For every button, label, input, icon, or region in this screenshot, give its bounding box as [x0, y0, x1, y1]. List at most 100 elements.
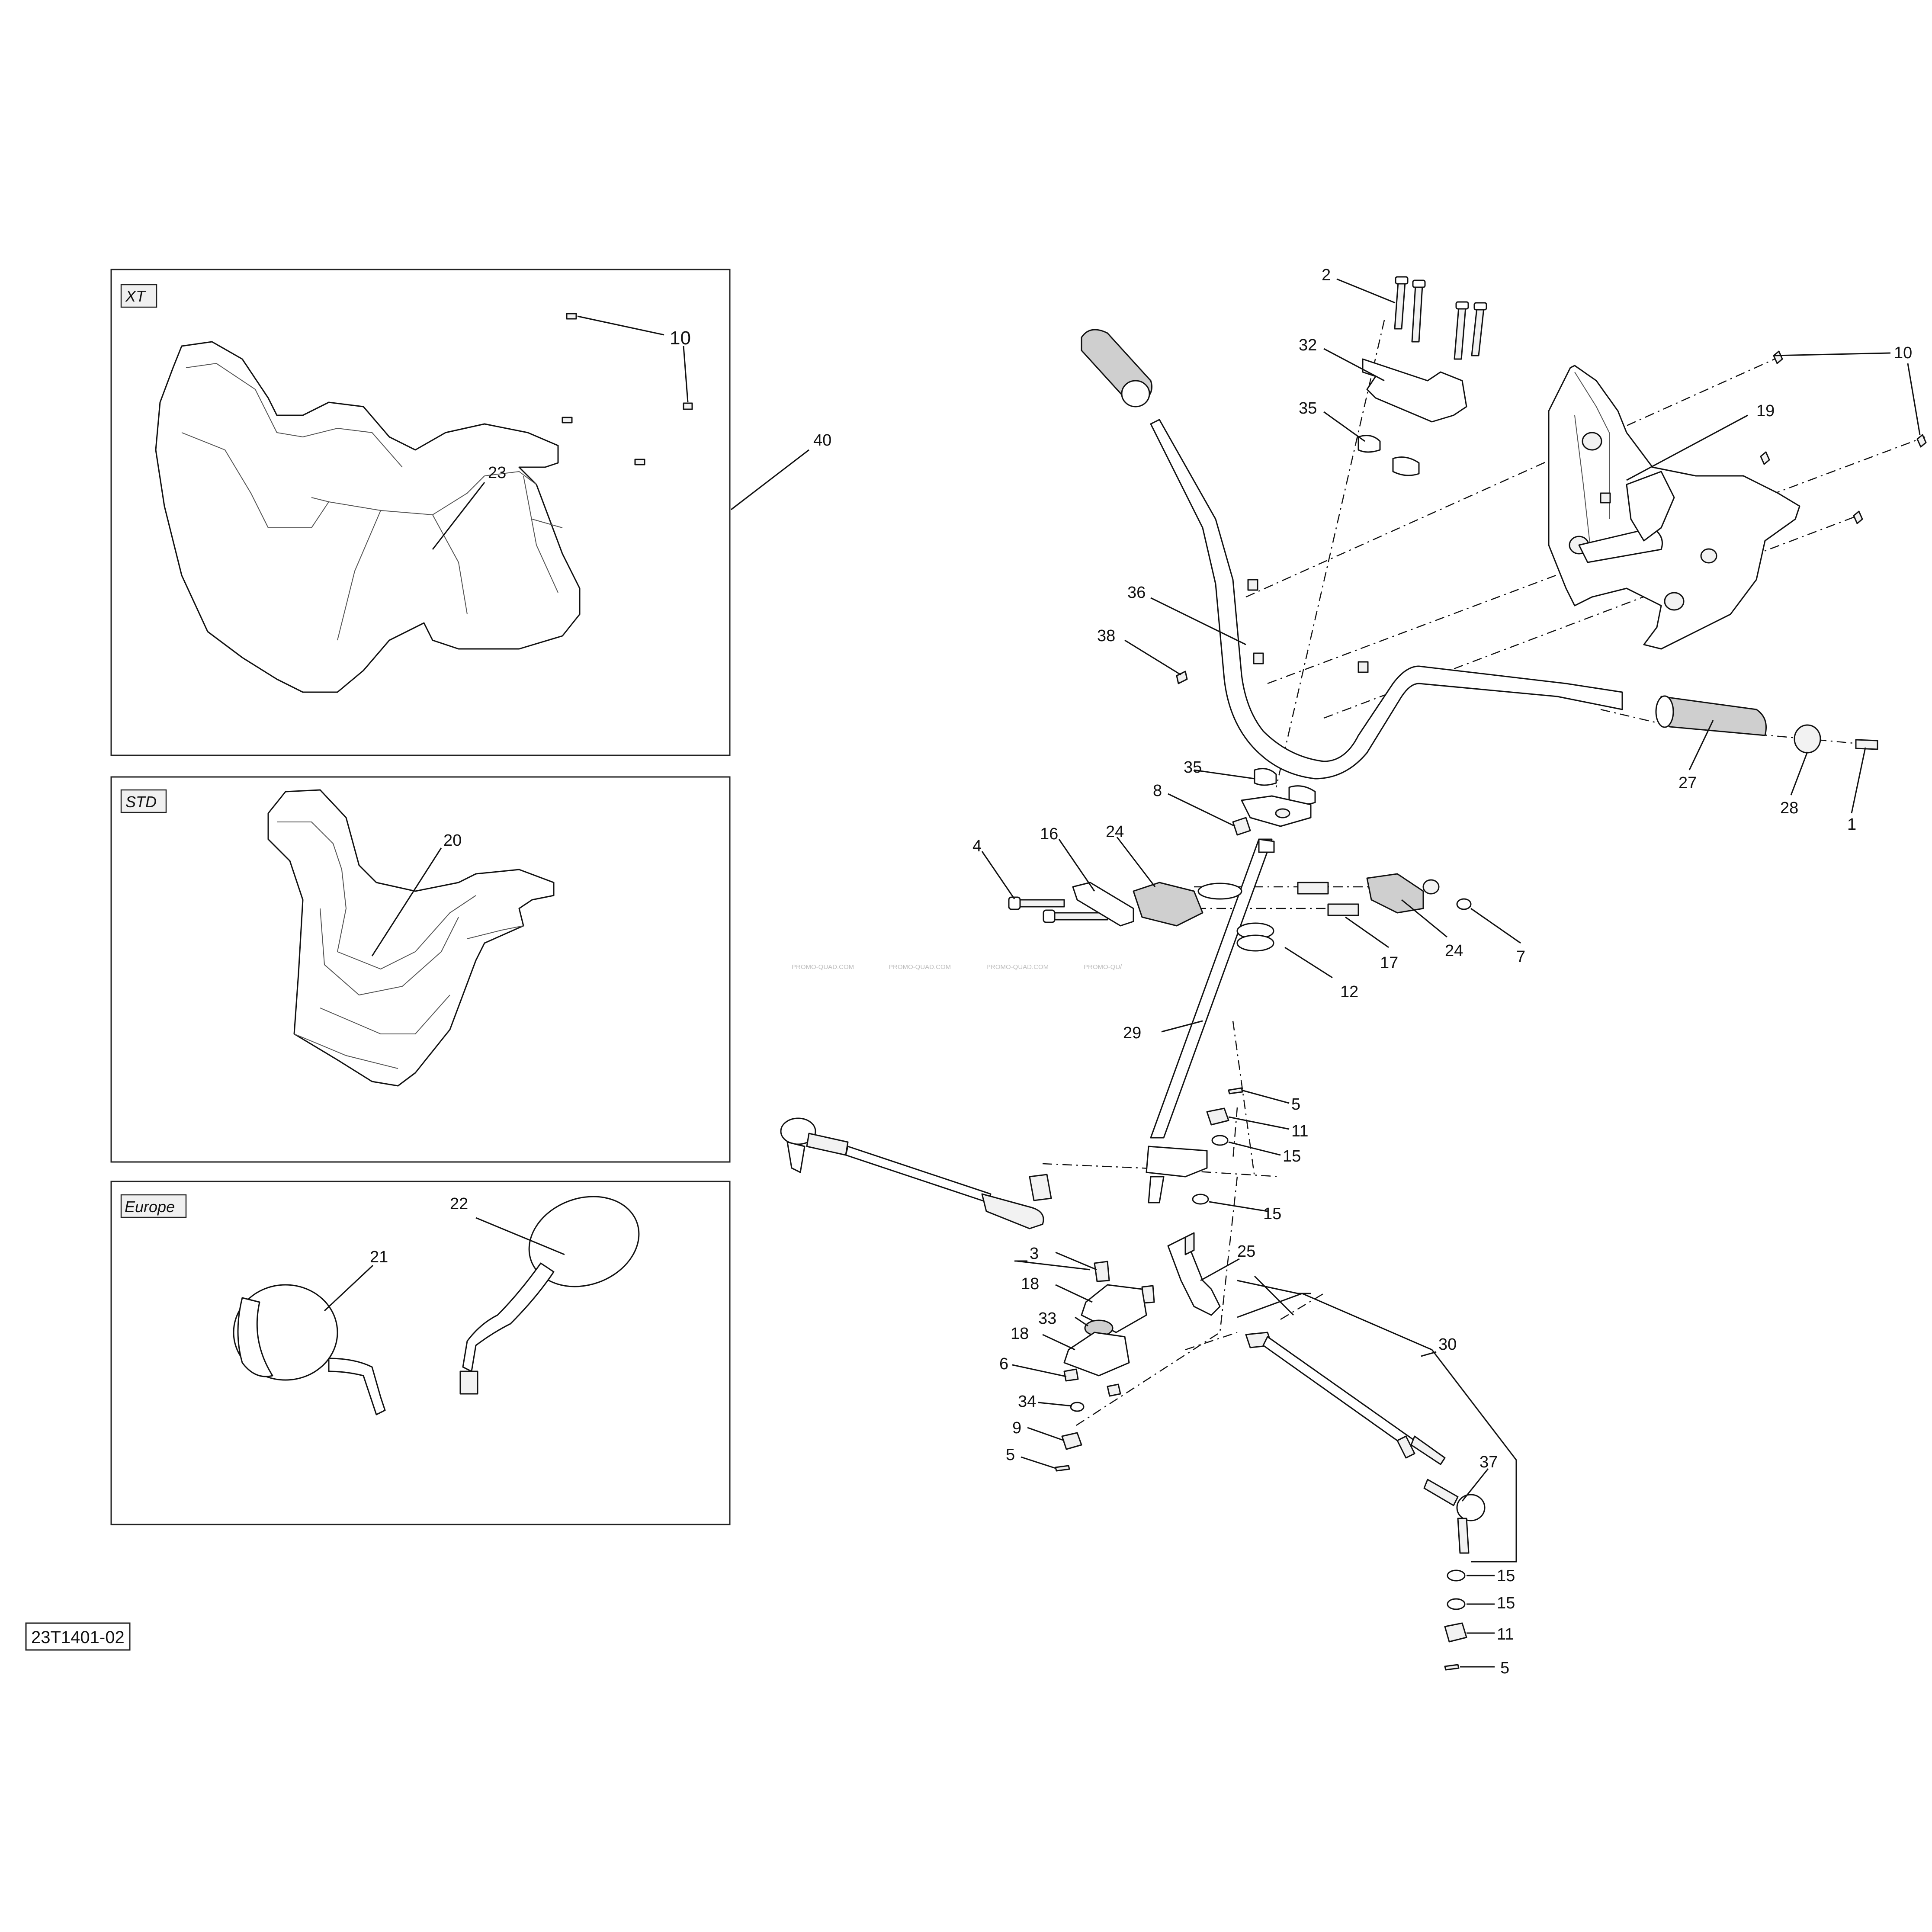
callout-7: 7: [1516, 948, 1525, 966]
callout-28: 28: [1780, 799, 1798, 817]
part-15-washer-c: [1447, 1569, 1466, 1582]
part-37-rod-end: [1423, 1479, 1486, 1554]
part-24-bracket-left: [1133, 882, 1203, 927]
drawing-number-box: 23T1401-02: [25, 1622, 131, 1651]
callout-16: 16: [1040, 825, 1058, 843]
std-handguard-assembly: [267, 789, 555, 1087]
callout-30: 30: [1438, 1335, 1457, 1354]
callout-5-lower: 5: [1500, 1659, 1509, 1677]
part-10-screw-a: [1773, 350, 1783, 364]
part-5-cotter-pin-a: [1228, 1087, 1243, 1094]
callout-33: 33: [1038, 1309, 1056, 1328]
callout-36: 36: [1127, 584, 1146, 602]
part-10-screw-b: [1760, 451, 1770, 465]
xt-callout-23: 23: [488, 464, 506, 482]
callout-18-lower: 18: [1011, 1325, 1029, 1343]
part-tie-rod-left: [780, 1117, 1052, 1229]
part-27-grip-right: [1655, 695, 1767, 736]
callout-17: 17: [1380, 954, 1398, 972]
callout-27: 27: [1678, 774, 1697, 792]
part-25-stud: [1184, 1232, 1195, 1255]
inset-europe: Europe 22 21: [110, 1181, 731, 1525]
part-7-nut: [1422, 879, 1440, 895]
callout-5-mid: 5: [1006, 1446, 1015, 1464]
part-4-bolts: [1008, 896, 1108, 923]
part-34-washer: [1070, 1402, 1085, 1412]
part-9-nut: [1061, 1432, 1082, 1450]
mirror-left: [233, 1284, 386, 1415]
watermark-4: PROMO-QU/: [1084, 963, 1122, 971]
part-30-tie-rod-right: [1245, 1332, 1446, 1465]
watermark: PROMO-QUAD.COM PROMO-QUAD.COM PROMO-QUAD…: [792, 963, 1122, 971]
part-17-spacer-a: [1297, 882, 1329, 895]
callout-15-c: 15: [1497, 1567, 1515, 1585]
callout-24-left: 24: [1106, 823, 1124, 841]
callout-3: 3: [1030, 1245, 1039, 1263]
callout-34: 34: [1018, 1393, 1036, 1411]
leader-lines: [981, 278, 1921, 1668]
part-16-plate: [1072, 882, 1134, 927]
callout-35-lower: 35: [1184, 758, 1202, 777]
callout-5-upper: 5: [1291, 1095, 1300, 1114]
callout-15-b: 15: [1263, 1205, 1281, 1223]
kit-callout-40: 40: [813, 431, 831, 449]
inset-std-tag: STD: [125, 793, 157, 811]
part-32-clamp-plate: [1362, 358, 1467, 423]
part-18-flange-lower: [1063, 1332, 1130, 1377]
part-24-bracket-right: [1366, 873, 1424, 914]
part-2-bolts: [1394, 276, 1487, 360]
callout-1: 1: [1847, 815, 1856, 834]
std-callout-20: 20: [443, 831, 462, 850]
callout-35-upper: 35: [1299, 399, 1317, 417]
watermark-1: PROMO-QUAD.COM: [792, 963, 854, 971]
inset-xt-tag: XT: [125, 287, 147, 305]
callout-29: 29: [1123, 1024, 1141, 1042]
watermark-2: PROMO-QUAD.COM: [889, 963, 951, 971]
callout-6: 6: [999, 1355, 1008, 1373]
part-10-screw-d: [1916, 434, 1927, 448]
callout-11-upper: 11: [1291, 1122, 1308, 1140]
inset-europe-tag: Europe: [125, 1198, 175, 1216]
part-36-handlebar: [1150, 419, 1623, 780]
part-8-nut: [1232, 817, 1251, 836]
part-19-handguard-right: [1548, 365, 1800, 650]
callout-15-d: 15: [1497, 1594, 1515, 1612]
callout-37: 37: [1479, 1453, 1498, 1471]
part-15-washer-b: [1192, 1194, 1209, 1205]
europe-callout-22: 22: [450, 1195, 468, 1213]
part-29-steering-column: [1146, 795, 1312, 1203]
callout-11-lower: 11: [1497, 1625, 1514, 1643]
part-35-clamp-lower-a: [1254, 768, 1277, 786]
callout-12: 12: [1340, 983, 1358, 1001]
callout-9: 9: [1012, 1419, 1021, 1437]
callout-18-upper: 18: [1021, 1275, 1039, 1293]
watermark-3: PROMO-QUAD.COM: [986, 963, 1049, 971]
part-36-bracket-a: [1247, 579, 1258, 591]
callout-25: 25: [1237, 1242, 1255, 1261]
callout-24-right: 24: [1445, 942, 1463, 960]
part-11-nut-b: [1444, 1622, 1467, 1643]
part-1-screw: [1855, 739, 1878, 750]
callout-15-a: 15: [1283, 1147, 1301, 1165]
part-5-cotter-pin-c: [1444, 1664, 1460, 1671]
part-12-ring-b: [1236, 934, 1274, 952]
part-grip-left: [1081, 329, 1152, 408]
part-3-bolt: [1094, 1261, 1110, 1282]
part-11-nut-a: [1206, 1107, 1229, 1126]
part-36-bracket-c: [1358, 661, 1369, 673]
callout-numbers: 2 32 35 10 19 36 38 35 27 28 1 8 4 16 24…: [972, 266, 1912, 1677]
part-15-washer-d: [1447, 1598, 1466, 1610]
callout-8: 8: [1153, 782, 1162, 800]
part-17-spacer-b: [1327, 903, 1359, 916]
callout-19: 19: [1756, 402, 1775, 420]
part-6-nut: [1063, 1368, 1079, 1382]
part-5-cotter-pin-b: [1055, 1465, 1070, 1472]
europe-callout-21: 21: [370, 1248, 388, 1266]
part-35-clamp-upper-a: [1358, 435, 1381, 453]
drawing-number: 23T1401-02: [31, 1628, 125, 1647]
xt-handguard-assembly: [155, 313, 693, 693]
assembly-lines: [1042, 320, 1926, 1428]
part-15-washer-a: [1211, 1135, 1229, 1146]
part-10-screw-c: [1853, 510, 1863, 524]
